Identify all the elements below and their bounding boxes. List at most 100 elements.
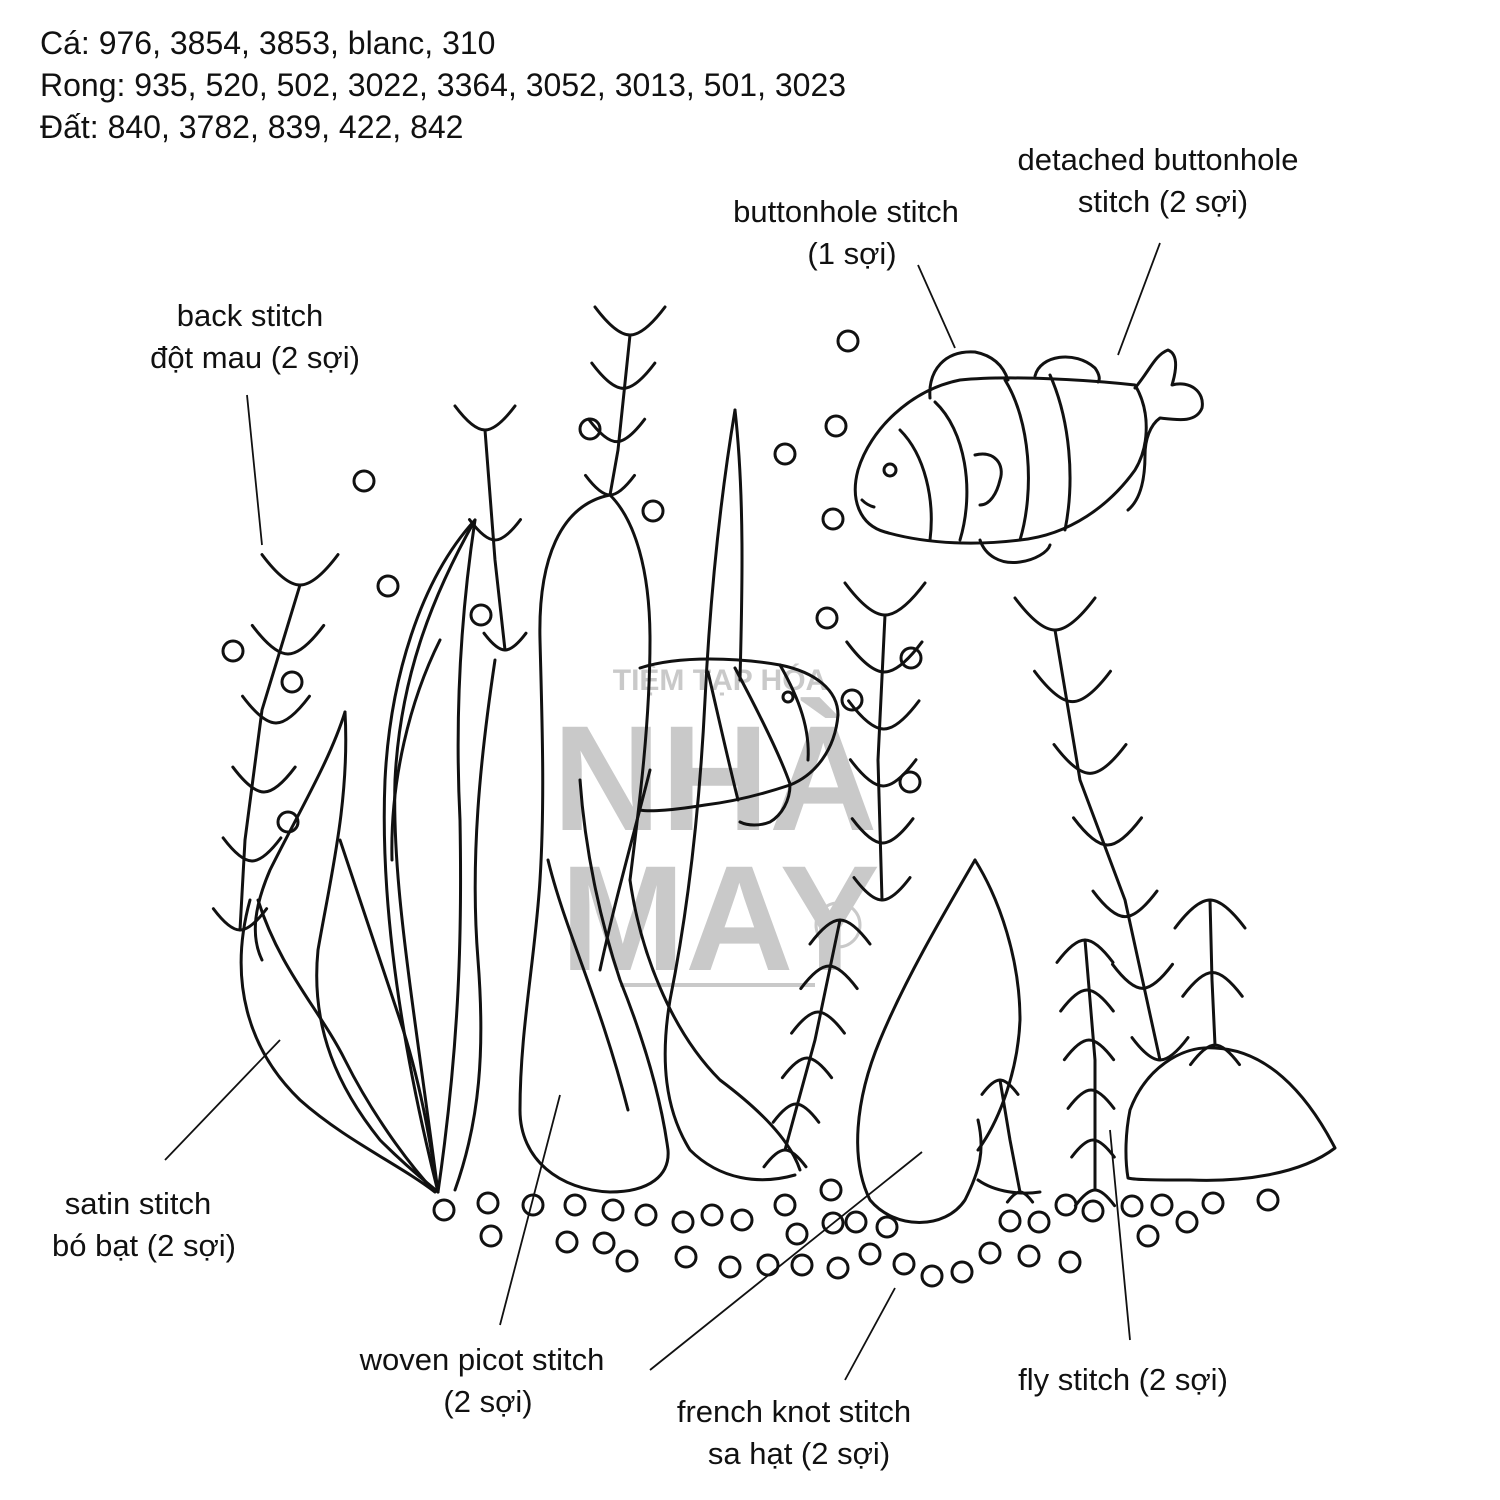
watermark-may: MAY bbox=[560, 834, 880, 1002]
bubble bbox=[950, 1260, 974, 1284]
bubble bbox=[773, 1193, 797, 1217]
frond-mid-branch bbox=[843, 581, 927, 617]
bubble bbox=[899, 646, 923, 670]
bubble bbox=[756, 1253, 780, 1277]
frond-left-branch bbox=[260, 553, 340, 587]
frond-right-branch bbox=[1130, 1036, 1190, 1062]
bubble bbox=[821, 507, 845, 531]
bubble bbox=[844, 1210, 868, 1234]
frond-tiny-stem bbox=[998, 1078, 1022, 1194]
frond-right-branch bbox=[1111, 962, 1174, 990]
frond-right-branch bbox=[1072, 816, 1143, 847]
frond-right-stem bbox=[1053, 628, 1162, 1062]
frond-lower-mid-branch bbox=[762, 1148, 808, 1169]
bubble bbox=[634, 1203, 658, 1227]
frond-lower-mid-branch bbox=[780, 1056, 834, 1080]
frond-right-branch bbox=[1091, 889, 1159, 919]
watermark-nha: NHÀ bbox=[553, 694, 878, 862]
small-fish bbox=[638, 657, 840, 827]
label-detached-buttonhole-thread: stitch (2 sợi) bbox=[1078, 184, 1248, 219]
leader-detached-buttonhole bbox=[1117, 242, 1161, 356]
frond-center-b-branch bbox=[590, 361, 657, 390]
seaweed-blades bbox=[239, 408, 1337, 1224]
bubble bbox=[352, 469, 376, 493]
bubble bbox=[978, 1241, 1002, 1265]
frond-lower-mid-branch bbox=[799, 964, 859, 991]
bubble bbox=[1136, 1224, 1160, 1248]
label-detached-buttonhole: detached buttonhole bbox=[1018, 142, 1299, 177]
frond-mid-branch bbox=[845, 640, 924, 674]
bubble bbox=[1058, 1250, 1082, 1274]
frond-mid-stem bbox=[876, 613, 887, 902]
bubble bbox=[280, 670, 304, 694]
bubble bbox=[700, 1203, 724, 1227]
frond-left-branch bbox=[211, 907, 269, 932]
frond-rock-branch bbox=[1181, 971, 1244, 998]
bubble bbox=[563, 1193, 587, 1217]
bubble bbox=[1201, 1191, 1225, 1215]
bubble bbox=[615, 1249, 639, 1273]
big-fish bbox=[853, 348, 1204, 565]
bubble bbox=[1054, 1193, 1078, 1217]
bubble bbox=[1017, 1244, 1041, 1268]
bubble bbox=[718, 1255, 742, 1279]
bubble bbox=[730, 1208, 754, 1232]
frond-right-branch bbox=[1052, 743, 1128, 775]
frond-mid-branch bbox=[850, 817, 915, 845]
bubble bbox=[592, 1231, 616, 1255]
label-fly-stitch: fly stitch (2 sợi) bbox=[1018, 1362, 1228, 1397]
bubble bbox=[1150, 1193, 1174, 1217]
frond-center-a-branch bbox=[453, 404, 517, 432]
bubble bbox=[1081, 1199, 1105, 1223]
label-satin-vi: bó bạt (2 sợi) bbox=[52, 1228, 236, 1263]
leader-buttonhole bbox=[917, 264, 956, 349]
label-back-stitch: back stitch bbox=[177, 298, 323, 333]
bubble bbox=[555, 1230, 579, 1254]
frond-tiny-branch bbox=[980, 1078, 1020, 1096]
frond-left-stem bbox=[238, 583, 302, 932]
bubble bbox=[998, 1209, 1022, 1233]
bubble bbox=[276, 810, 300, 834]
label-french-knot-vi: sa hạt (2 sợi) bbox=[708, 1436, 890, 1471]
frond-mid-branch bbox=[852, 876, 912, 902]
bubble bbox=[821, 1211, 845, 1235]
frond-plants bbox=[211, 305, 1247, 1208]
frond-lower-mid-branch bbox=[790, 1010, 846, 1035]
frond-left-branch bbox=[231, 765, 297, 794]
frond-right-low-branch bbox=[1066, 1088, 1116, 1110]
bubble bbox=[790, 1253, 814, 1277]
bubbles bbox=[221, 329, 1280, 1288]
label-satin: satin stitch bbox=[65, 1186, 211, 1221]
bubble bbox=[920, 1264, 944, 1288]
frond-lower-mid-branch bbox=[808, 918, 872, 946]
label-leaders bbox=[164, 242, 1161, 1381]
bubble bbox=[824, 414, 848, 438]
frond-left-branch bbox=[250, 623, 326, 656]
frond-right-branch bbox=[1013, 596, 1097, 632]
bubble bbox=[674, 1245, 698, 1269]
frond-lower-mid-stem bbox=[783, 918, 842, 1152]
frond-right-low-branch bbox=[1062, 1038, 1116, 1062]
frond-center-b-branch bbox=[593, 305, 667, 337]
frond-rock-stem bbox=[1208, 898, 1217, 1047]
label-french-knot: french knot stitch bbox=[677, 1394, 911, 1429]
frond-rock-branch bbox=[1173, 898, 1247, 930]
bubble bbox=[578, 417, 602, 441]
bubble bbox=[432, 1198, 456, 1222]
bubble bbox=[785, 1222, 809, 1246]
frond-mid-branch bbox=[847, 699, 921, 731]
bubble bbox=[892, 1252, 916, 1276]
label-buttonhole: buttonhole stitch bbox=[733, 194, 959, 229]
bubble bbox=[1027, 1210, 1051, 1234]
bubble bbox=[826, 1256, 850, 1280]
frond-right-low-branch bbox=[1055, 938, 1115, 964]
yarn-ball-icon bbox=[814, 901, 862, 949]
bubble bbox=[376, 574, 400, 598]
bubble bbox=[476, 1191, 500, 1215]
leader-back-stitch bbox=[246, 394, 263, 546]
frond-left-branch bbox=[221, 836, 283, 863]
bubble bbox=[1256, 1188, 1280, 1212]
bubble bbox=[479, 1224, 503, 1248]
frond-right-low-branch bbox=[1059, 988, 1115, 1013]
